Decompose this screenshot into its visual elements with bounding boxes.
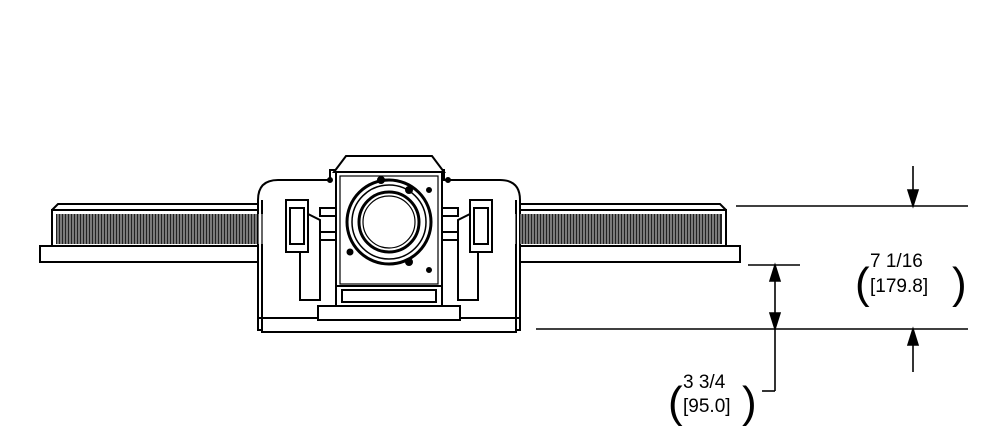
dim-overall-fraction: 7 1/16 (870, 251, 923, 272)
dim-overall-metric: [179.8] (870, 276, 928, 297)
close-paren-lower: ) (742, 378, 757, 427)
heatsink-fins (57, 214, 266, 244)
dimension-lower-height: ( 3 3/4 [95.0] ) (668, 372, 757, 427)
open-paren-overall: ( (855, 259, 870, 308)
heatsink-fins (511, 214, 720, 244)
open-paren-lower: ( (668, 378, 683, 427)
dimension-overall-height: ( 7 1/16 [179.8] ) (855, 251, 967, 308)
dim-lower-metric: [95.0] (683, 396, 731, 417)
dimension-lines (536, 166, 968, 392)
central-housing (257, 155, 521, 333)
dim-lower-fraction: 3 3/4 (683, 372, 726, 393)
close-paren-overall: ) (952, 259, 967, 308)
